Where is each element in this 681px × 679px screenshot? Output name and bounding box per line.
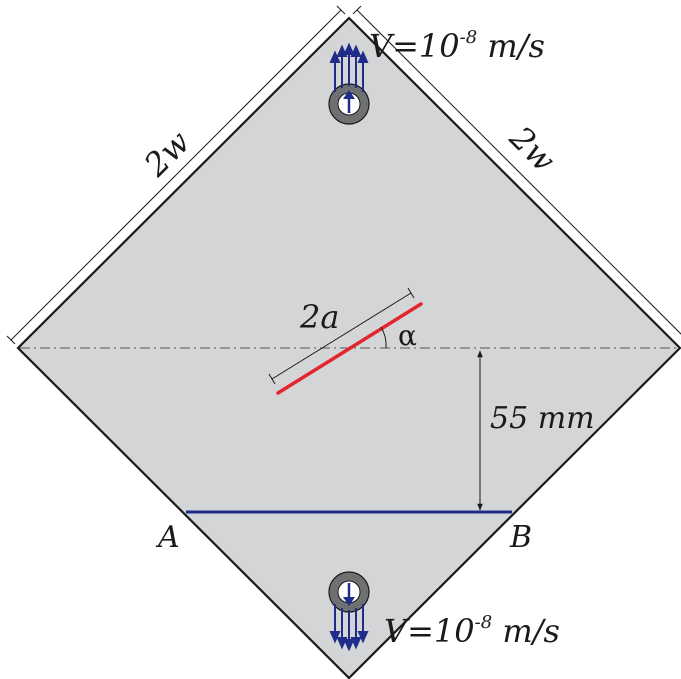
side-left-label: 2w: [136, 123, 197, 184]
point-a-label: A: [155, 520, 180, 555]
bottom-load-pin-icon: [328, 571, 370, 613]
point-b-label: B: [509, 520, 532, 555]
dimension-right-side: [352, 5, 681, 335]
dimension-left-side: [6, 5, 346, 345]
top-force-arrows-icon: [329, 42, 369, 92]
bottom-force-arrows-icon: [329, 604, 369, 652]
crack-length-label: 2a: [299, 298, 339, 336]
distance-label: 55 mm: [490, 401, 595, 436]
velocity-top-label: V=10-8 m/s: [369, 27, 545, 65]
angle-label: α: [398, 319, 417, 352]
velocity-bottom-label: V=10-8 m/s: [384, 612, 560, 650]
central-crack: [276, 302, 423, 395]
crack-length-dimension: [268, 287, 415, 385]
angle-arc: [380, 326, 387, 349]
side-right-label: 2w: [502, 118, 563, 179]
